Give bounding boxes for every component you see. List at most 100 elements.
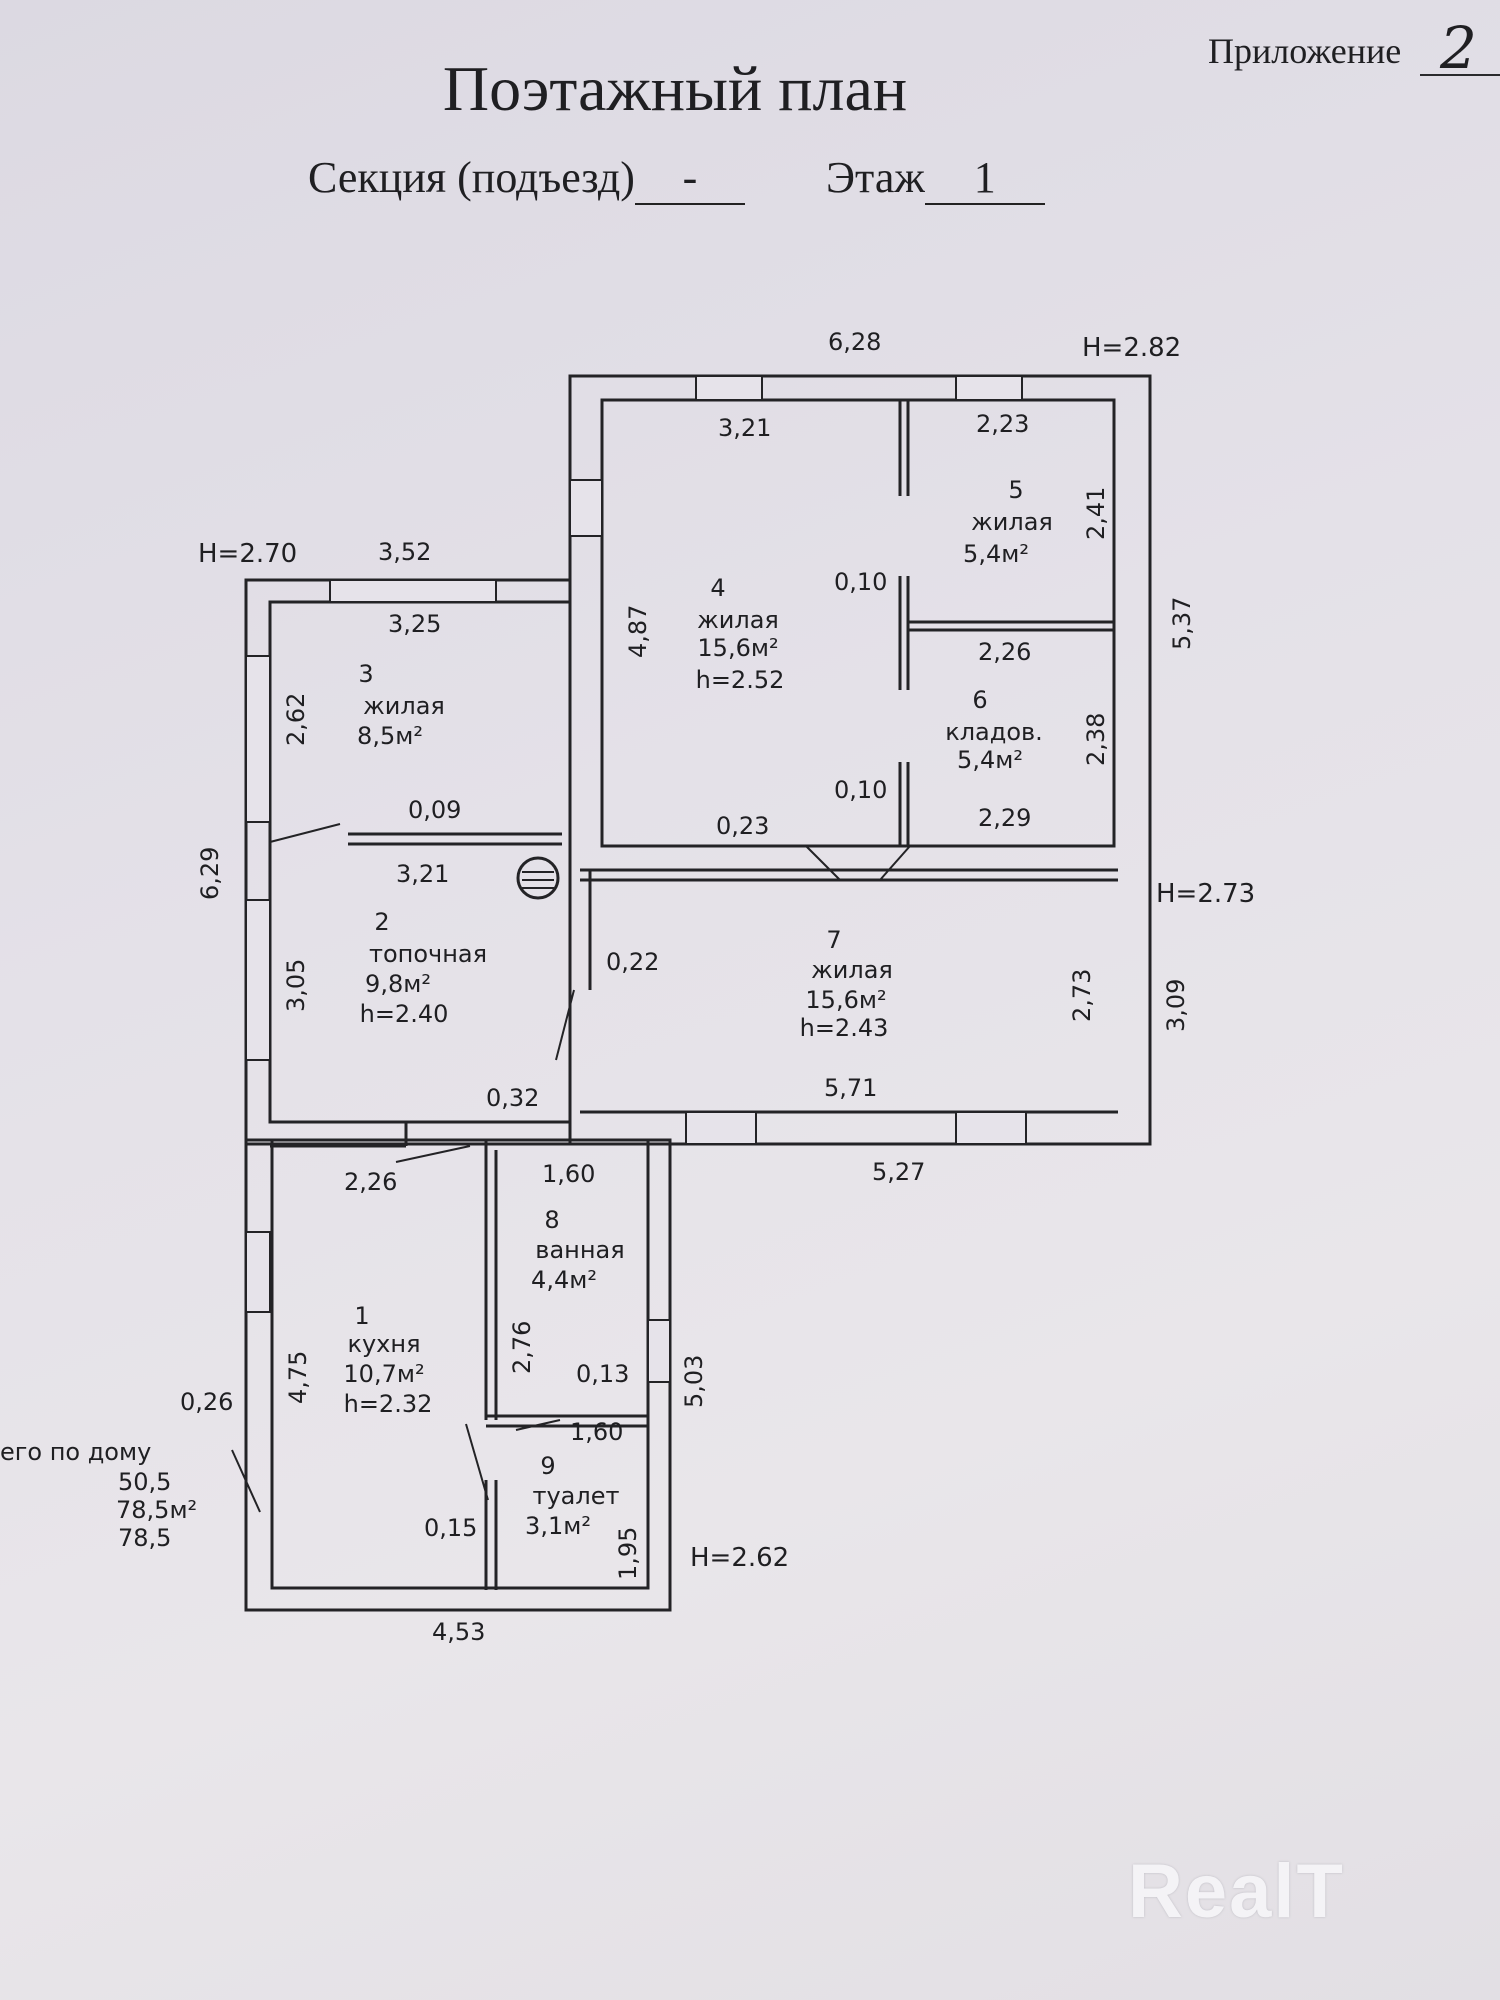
room-1-label: 1 кухня 10,7м² h=2.32 (343, 1302, 432, 1418)
dim-label: 0,09 (408, 796, 461, 824)
room-number: 6 (972, 686, 987, 714)
room-name: жилая (971, 508, 1053, 536)
dim-label: 1,60 (542, 1160, 595, 1188)
appendix-underline (1420, 74, 1500, 76)
appendix-number: 2 (1440, 14, 1477, 82)
dimensions: 6,28 3,21 2,23 2,41 5,37 4,87 0,10 2,26 … (180, 328, 1196, 1646)
room-2-label: 2 топочная 9,8м² h=2.40 (360, 908, 487, 1028)
dim-label: 5,27 (872, 1158, 925, 1186)
dim-label: 0,23 (716, 812, 769, 840)
room-number: 8 (544, 1206, 559, 1234)
height-bottom-right: H=2.62 (690, 1543, 789, 1573)
room-8-label: 8 ванная 4,4м² (531, 1206, 625, 1294)
room-height: h=2.52 (696, 666, 785, 694)
room-6-label: 6 кладов. 5,4м² (945, 686, 1043, 774)
totals-label: его по дому (0, 1438, 151, 1466)
room-height: h=2.32 (344, 1390, 433, 1418)
dim-label: 5,03 (680, 1355, 708, 1408)
dim-label: 2,26 (978, 638, 1031, 666)
dim-label: 1,95 (614, 1527, 642, 1580)
room-5-label: 5 жилая 5,4м² (963, 476, 1053, 568)
dim-label: 3,09 (1162, 979, 1190, 1032)
totals-block: его по дому 50,5 78,5м² 78,5 (0, 1438, 197, 1552)
dim-label: 2,23 (976, 410, 1029, 438)
dim-label: 0,10 (834, 776, 887, 804)
room-9-label: 9 туалет 3,1м² (525, 1452, 619, 1540)
totals-value: 78,5м² (116, 1496, 197, 1524)
room-3-label: 3 жилая 8,5м² (357, 660, 445, 750)
height-top-right: H=2.82 (1082, 333, 1181, 363)
dim-label: 0,32 (486, 1084, 539, 1112)
dim-label: 1,60 (570, 1418, 623, 1446)
dim-label: 0,22 (606, 948, 659, 976)
dim-label: 3,05 (282, 959, 310, 1012)
appendix-label: Приложение (1208, 31, 1402, 71)
room-name: туалет (533, 1482, 620, 1510)
room-name: жилая (811, 956, 893, 984)
room-area: 9,8м² (365, 970, 431, 998)
room-name: кладов. (945, 718, 1043, 746)
dim-label: 2,62 (282, 693, 310, 746)
dim-label: 2,26 (344, 1168, 397, 1196)
floor-value: 1 (924, 152, 1045, 205)
dim-label: 4,53 (432, 1618, 485, 1646)
dim-label: 0,13 (576, 1360, 629, 1388)
section-label: Секция (подъезд) (308, 153, 635, 202)
room-height: h=2.43 (800, 1014, 889, 1042)
room-4-label: 4 жилая 15,6м² h=2.52 (696, 574, 785, 694)
dim-label: 4,75 (284, 1351, 312, 1404)
room-area: 15,6м² (805, 986, 886, 1014)
room-area: 5,4м² (963, 540, 1029, 568)
room-name: жилая (697, 606, 779, 634)
dim-label: 0,15 (424, 1514, 477, 1542)
doors (231, 823, 911, 1513)
room-number: 2 (374, 908, 389, 936)
room-number: 3 (358, 660, 373, 688)
dim-label: 2,29 (978, 804, 1031, 832)
room-7-label: 7 жилая 15,6м² h=2.43 (800, 926, 893, 1042)
dim-label: 3,21 (718, 414, 771, 442)
dim-label: 5,37 (1168, 597, 1196, 650)
room-number: 4 (710, 574, 725, 602)
totals-value: 78,5 (118, 1524, 171, 1552)
room-name: ванная (535, 1236, 624, 1264)
dim-label: 5,71 (824, 1074, 877, 1102)
room-area: 3,1м² (525, 1512, 591, 1540)
stove-icon (516, 856, 560, 900)
floor-label: Этаж (826, 153, 925, 202)
room-area: 15,6м² (697, 634, 778, 662)
dim-label: 0,26 (180, 1388, 233, 1416)
room-name: жилая (363, 692, 445, 720)
dim-label: 3,52 (378, 538, 431, 566)
section-value: - (634, 152, 745, 205)
height-left: H=2.70 (198, 539, 297, 569)
room-height: h=2.40 (360, 1000, 449, 1028)
room-number: 5 (1008, 476, 1023, 504)
page-title: Поэтажный план (442, 53, 908, 124)
room-area: 10,7м² (343, 1360, 424, 1388)
room-area: 8,5м² (357, 722, 423, 750)
dim-label: 4,87 (624, 605, 652, 658)
dim-label: 2,41 (1082, 487, 1110, 540)
room-number: 9 (540, 1452, 555, 1480)
room-name: топочная (369, 940, 487, 968)
dim-label: 3,21 (396, 860, 449, 888)
room-name: кухня (347, 1330, 420, 1358)
realt-watermark: RealT (1128, 1849, 1345, 1934)
dim-label: 2,73 (1068, 969, 1096, 1022)
section-line: Секция (подъезд)- (308, 152, 745, 205)
totals-value: 50,5 (118, 1468, 171, 1496)
room-area: 5,4м² (957, 746, 1023, 774)
dim-label: 6,28 (828, 328, 881, 356)
room-number: 7 (826, 926, 841, 954)
dim-label: 6,29 (196, 847, 224, 900)
windows (245, 375, 1027, 1383)
room-area: 4,4м² (531, 1266, 597, 1294)
dim-label: 2,38 (1082, 713, 1110, 766)
dim-label: 3,25 (388, 610, 441, 638)
height-right-mid: H=2.73 (1156, 879, 1255, 909)
dim-label: 2,76 (508, 1321, 536, 1374)
dim-label: 0,10 (834, 568, 887, 596)
